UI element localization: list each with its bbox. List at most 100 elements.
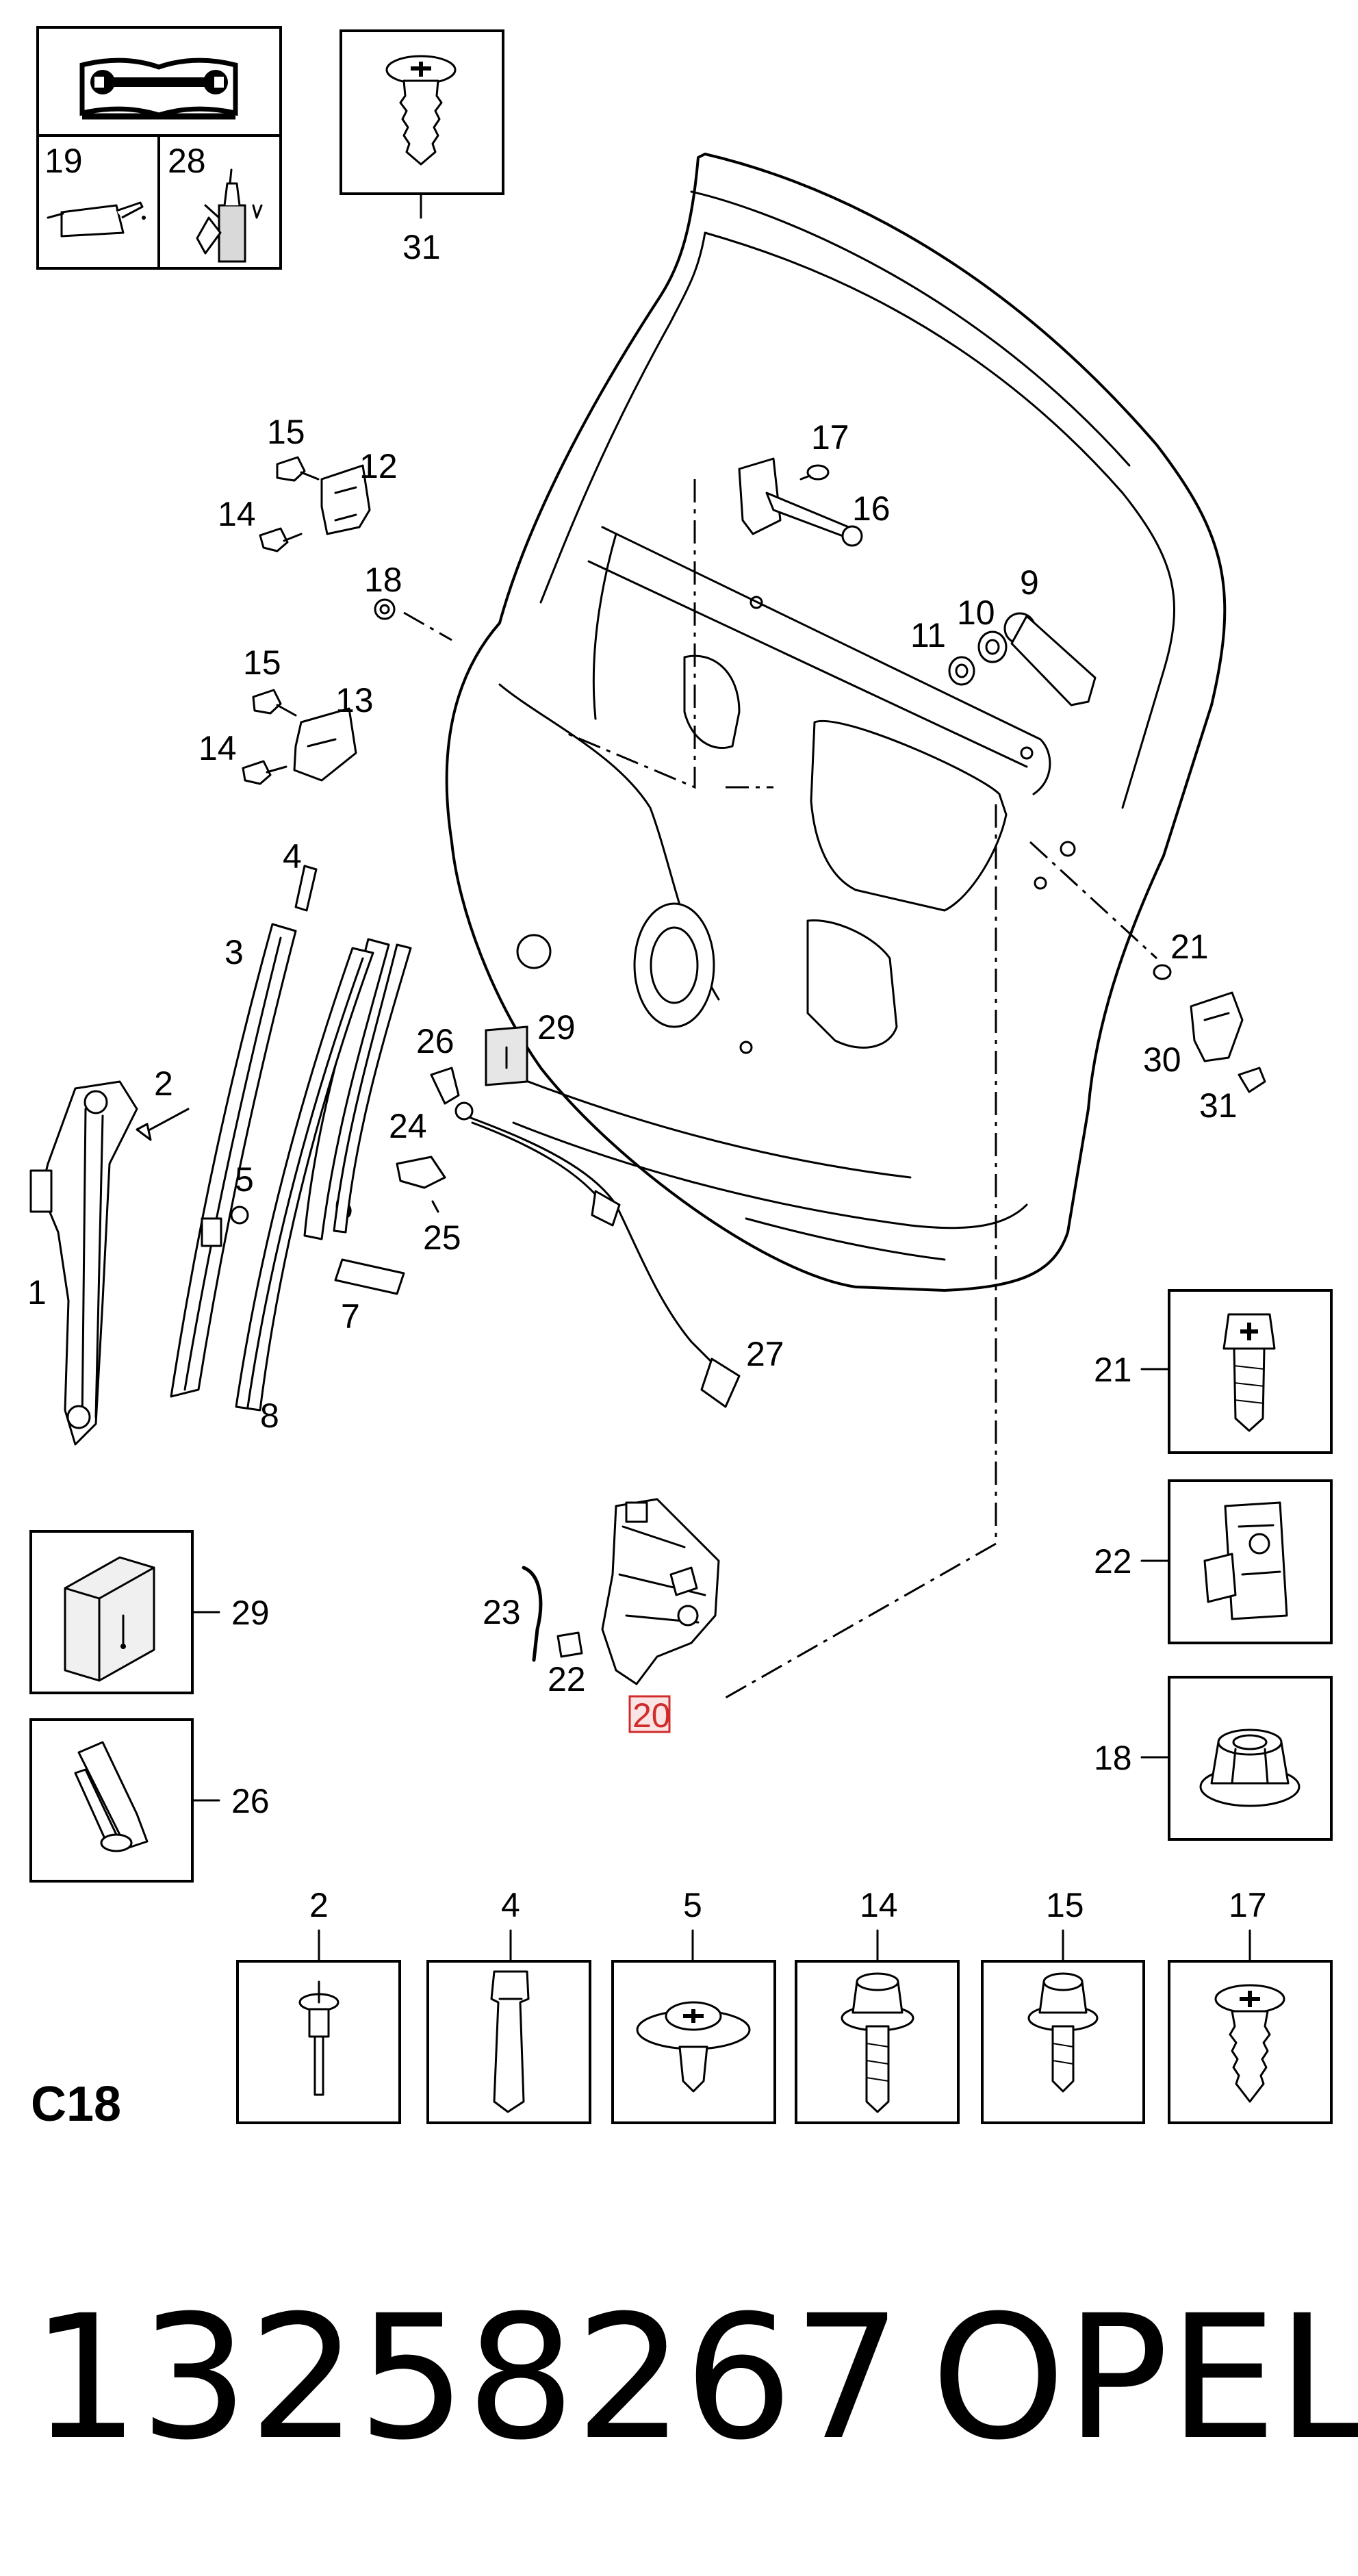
- detail-box-21-label: 21: [1094, 1351, 1132, 1389]
- check-strap-16: [738, 457, 863, 547]
- callout-15-lower: 15: [243, 643, 281, 682]
- callout-26-main: 26: [416, 1022, 454, 1060]
- fastener-4-label: 4: [501, 1886, 520, 1924]
- detail-box-22-label: 22: [1094, 1542, 1132, 1581]
- callout-31-main: 31: [1199, 1086, 1238, 1125]
- bracket-24: [396, 1156, 446, 1189]
- bolt-14-lower: [242, 760, 287, 785]
- callout-21-main: 21: [1170, 928, 1209, 966]
- nut-18-main: [374, 598, 396, 620]
- callout-9: 9: [1020, 563, 1039, 602]
- callout-18-main: 18: [364, 561, 402, 599]
- fastener-row: 2 4 5 14: [236, 1886, 1333, 2124]
- assembly-lines: [403, 479, 1158, 1699]
- callout-22-main: 22: [548, 1660, 586, 1698]
- callout-30: 30: [1143, 1041, 1181, 1079]
- callout-8: 8: [260, 1397, 279, 1435]
- callout-11: 11: [910, 616, 946, 654]
- callout-10: 10: [957, 594, 995, 632]
- glass-run-8: [235, 947, 374, 1412]
- callout-14-upper: 14: [218, 495, 256, 533]
- bolt-14-upper: [259, 527, 303, 552]
- legend-number-28: 28: [168, 142, 206, 180]
- footer-part-number: 13258267: [31, 2278, 901, 2477]
- detail-box-31-top: [340, 29, 504, 219]
- rear-door-panel: [445, 153, 1227, 1292]
- fastener-14-label: 14: [860, 1886, 898, 1924]
- legend-box: 19 28: [36, 26, 282, 270]
- callout-20-highlight: 20: [628, 1695, 671, 1735]
- fastener-5-label: 5: [683, 1886, 702, 1924]
- detail-box-29-label: 29: [231, 1594, 270, 1632]
- callout-4-main: 4: [283, 837, 302, 876]
- ring-11: [948, 656, 975, 686]
- sealant-bottle-icon: [196, 168, 263, 263]
- washer-10: [977, 630, 1008, 663]
- callout-3: 3: [225, 933, 244, 971]
- detail-box-18: 18: [1094, 1676, 1333, 1841]
- detail-box-22: 22: [1094, 1479, 1333, 1644]
- oil-can-icon: [47, 201, 146, 238]
- callout-5-main: 5: [235, 1160, 254, 1199]
- screw-31-main: [1238, 1067, 1266, 1093]
- callout-23: 23: [483, 1593, 521, 1631]
- regulator-1: [29, 1080, 138, 1446]
- callout-20: 20: [632, 1696, 671, 1735]
- callout-25: 25: [423, 1219, 461, 1257]
- detail-box-18-label: 18: [1094, 1739, 1132, 1777]
- detail-box-29: 29: [29, 1530, 270, 1694]
- screw-17-main: [799, 464, 830, 481]
- rivet-2-main: [136, 1108, 190, 1141]
- fastener-15-label: 15: [1046, 1886, 1084, 1924]
- callout-27: 27: [746, 1335, 784, 1373]
- hex-flange-nut-icon: [1199, 1729, 1301, 1807]
- hinge-12: [320, 464, 371, 535]
- callout-15-upper: 15: [267, 413, 305, 451]
- pad-29-main: [485, 1025, 528, 1086]
- channel-3: [170, 923, 297, 1398]
- fastener-17-label: 17: [1229, 1886, 1267, 1924]
- push-clip-icon: [636, 2001, 751, 2093]
- callout-29-main: 29: [537, 1008, 576, 1047]
- callout-31-top: 31: [402, 228, 441, 266]
- clip-26-main: [430, 1067, 460, 1105]
- glass-run-6: [303, 938, 412, 1240]
- guide-4: [294, 865, 318, 912]
- callout-12: 12: [359, 447, 398, 485]
- detail-box-26: 26: [29, 1718, 270, 1883]
- striker-30: [1190, 991, 1244, 1062]
- guide-pin-icon: [490, 1970, 530, 2113]
- torx-screw-icon: [385, 55, 457, 166]
- handle-9: [1003, 612, 1097, 706]
- footer-brand: OPEL: [931, 2278, 1358, 2477]
- callout-2-main: 2: [154, 1064, 173, 1103]
- callout-7: 7: [341, 1297, 360, 1336]
- service-manual-wrench-icon: [79, 58, 238, 120]
- page-label: C18: [31, 2077, 121, 2132]
- callout-1: 1: [27, 1273, 47, 1312]
- torx-screw-17-icon: [1214, 1984, 1285, 2103]
- callout-17-main: 17: [811, 418, 849, 457]
- hinge-13: [293, 707, 357, 782]
- callout-16: 16: [852, 489, 891, 528]
- cable-27: [454, 1101, 741, 1408]
- callout-24: 24: [389, 1107, 427, 1145]
- bolt-21-main: [1153, 964, 1172, 980]
- hex-flange-bolt-14-icon: [841, 1972, 914, 2113]
- rivet-icon: [298, 1980, 340, 2096]
- torx-bolt-icon: [1222, 1313, 1276, 1432]
- connector-22-main: [556, 1631, 583, 1658]
- rod-23: [522, 1566, 543, 1662]
- screw-25: [431, 1200, 439, 1213]
- door-lock-20: [601, 1498, 720, 1685]
- hex-flange-bolt-15-icon: [1027, 1972, 1099, 2093]
- bolt-15-upper: [276, 456, 320, 482]
- lock-connector-icon: [1203, 1501, 1288, 1620]
- seal-7: [334, 1258, 405, 1295]
- clip-icon: [74, 1741, 149, 1852]
- clip-5-main: [230, 1206, 249, 1225]
- detail-box-21: 21: [1094, 1289, 1333, 1454]
- callout-14-lower: 14: [198, 729, 237, 767]
- fastener-2-label: 2: [309, 1886, 329, 1924]
